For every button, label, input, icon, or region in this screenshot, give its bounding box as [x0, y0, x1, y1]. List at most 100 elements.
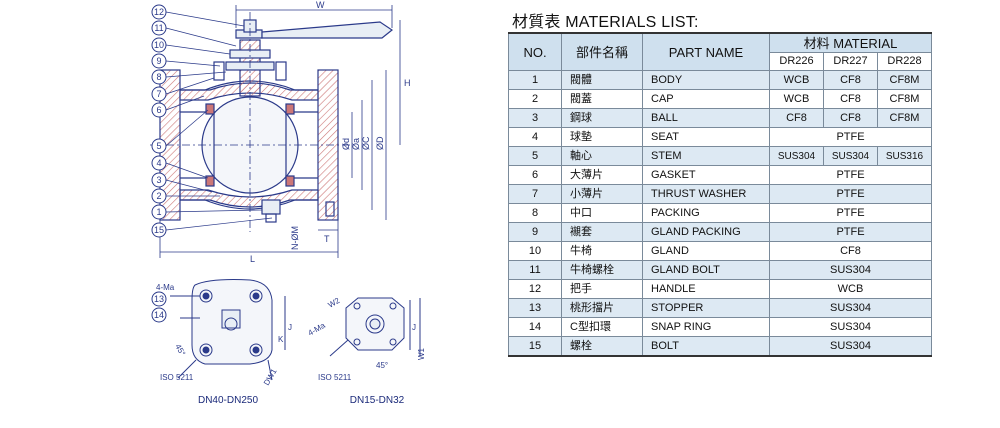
cell-part-cn: 牛椅 — [561, 241, 643, 261]
iso-label-large: ISO 5211 — [160, 373, 194, 382]
dimension-lines — [159, 5, 401, 258]
cell-part-cn: 螺栓 — [561, 336, 643, 357]
dim-phiD: ØD — [375, 136, 385, 150]
cell-no: 10 — [508, 241, 562, 261]
cell-no: 5 — [508, 146, 562, 166]
leader-line — [165, 162, 209, 179]
header-no: NO. — [508, 32, 562, 71]
dim-phid: Ød — [341, 138, 351, 150]
cell-no: 3 — [508, 108, 562, 128]
dim-w: W — [316, 0, 325, 10]
cell-material: CF8 — [823, 89, 878, 109]
cell-part-cn: 中口 — [561, 203, 643, 223]
cell-part-cn: 襯套 — [561, 222, 643, 242]
cell-part-cn: 閥蓋 — [561, 89, 643, 109]
balloon-9: 9 — [156, 56, 161, 66]
cell-material: SUS304 — [769, 298, 932, 318]
dim-t: T — [324, 234, 330, 244]
angle-45-large: 45° — [173, 343, 187, 358]
balloon-circle — [151, 188, 167, 204]
balloon-12: 12 — [154, 7, 164, 17]
cell-part-cn: 小薄片 — [561, 184, 643, 204]
cell-part-name: STEM — [642, 146, 770, 166]
dim-dw1-large: DW1 — [262, 367, 279, 387]
leader-line — [165, 27, 237, 47]
cell-material: PTFE — [769, 184, 932, 204]
cell-no: 13 — [508, 298, 562, 318]
handle — [261, 21, 394, 39]
balloon-11: 11 — [154, 23, 163, 33]
leader-line — [165, 109, 209, 147]
cell-no: 2 — [508, 89, 562, 109]
cell-material: SUS304 — [769, 260, 932, 280]
cell-part-cn: 鋼球 — [561, 108, 643, 128]
cell-part-cn: 軸心 — [561, 146, 643, 166]
cell-part-cn: 閥體 — [561, 70, 643, 90]
cell-part-name: CAP — [642, 89, 770, 109]
cell-part-name: BODY — [642, 70, 770, 90]
header-part-cn: 部件名稱 — [561, 32, 643, 71]
balloon-10: 10 — [154, 40, 164, 50]
dim-l: L — [250, 254, 255, 264]
top-view-large — [170, 279, 286, 381]
cell-part-cn: 大薄片 — [561, 165, 643, 185]
cell-material: CF8M — [877, 108, 932, 128]
leader-line — [165, 11, 245, 27]
cell-part-cn: 球墊 — [561, 127, 643, 147]
cell-part-name: HANDLE — [642, 279, 770, 299]
cell-part-name: GASKET — [642, 165, 770, 185]
cell-material: SUS304 — [769, 146, 824, 166]
balloon-2: 2 — [156, 191, 161, 201]
balloon-circle — [151, 155, 167, 171]
cell-no: 7 — [508, 184, 562, 204]
cell-no: 11 — [508, 260, 562, 280]
leader-line — [165, 44, 231, 55]
dim-n-phim: N-ØM — [290, 226, 300, 250]
cell-no: 6 — [508, 165, 562, 185]
leader-line — [165, 95, 205, 111]
cell-part-cn: 牛椅螺栓 — [561, 260, 643, 280]
balloon-circle — [151, 86, 167, 102]
cell-material: SUS304 — [769, 336, 932, 357]
cell-material: WCB — [769, 89, 824, 109]
cell-no: 8 — [508, 203, 562, 223]
leader-line — [165, 77, 215, 95]
cell-part-name: BOLT — [642, 336, 770, 357]
cell-material: SUS304 — [823, 146, 878, 166]
balloon-4: 4 — [156, 158, 161, 168]
cell-material: CF8 — [769, 241, 932, 261]
balloon-1: 1 — [156, 207, 161, 217]
cell-material: WCB — [769, 70, 824, 90]
cell-material: PTFE — [769, 203, 932, 223]
caption-dn15-dn32: DN15-DN32 — [350, 395, 405, 406]
dim-phic: ØC — [361, 136, 371, 150]
cell-material: SUS316 — [877, 146, 932, 166]
header-dr227: DR227 — [823, 52, 878, 71]
leader-line — [165, 209, 263, 213]
cell-part-name: GLAND BOLT — [642, 260, 770, 280]
header-material: 材料 MATERIAL — [769, 32, 932, 53]
leader-line — [165, 217, 273, 231]
dim-h: H — [404, 78, 411, 88]
dim-w1-small: W1 — [417, 347, 426, 360]
table-header-row: NO. 部件名稱 PART NAME 材料 MATERIAL — [508, 32, 932, 71]
balloon-circle — [151, 172, 167, 188]
cell-part-name: GLAND — [642, 241, 770, 261]
materials-table: NO. 部件名稱 PART NAME 材料 MATERIAL DR226 DR2… — [508, 32, 932, 357]
cell-material: PTFE — [769, 165, 932, 185]
cell-no: 14 — [508, 317, 562, 337]
balloon-15: 15 — [154, 225, 164, 235]
cell-material: WCB — [769, 279, 932, 299]
header-dr228: DR228 — [877, 52, 932, 71]
